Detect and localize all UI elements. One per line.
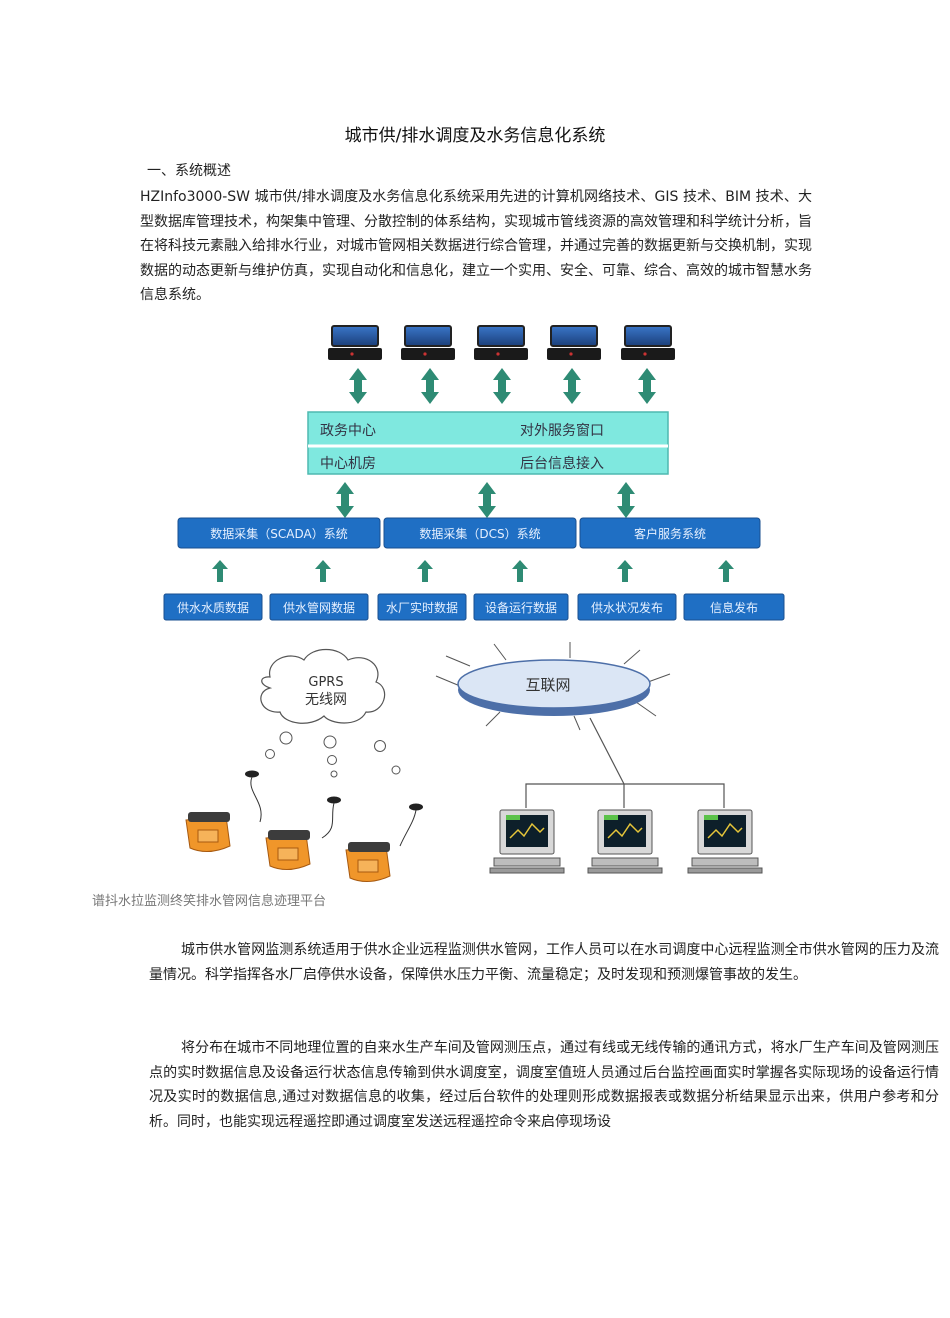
cloud-label-line1: GPRS [308, 675, 343, 690]
internet-node [435, 642, 671, 731]
intro-paragraph: HZInfo3000-SW 城市供/排水调度及水务信息化系统采用先进的计算机网络… [140, 189, 812, 303]
source-label: 水厂实时数据 [386, 600, 458, 615]
center-top-right-label: 对外服务窗口 [520, 422, 604, 439]
monitor-icon [400, 325, 456, 361]
source-box [683, 593, 785, 621]
system-box-scada [177, 517, 381, 549]
body-paragraph-2-text: 将分布在城市不同地理位置的自来水生产车间及管网测压点，通过有线或无线传输的通讯方… [149, 1040, 939, 1130]
source-label: 设备运行数据 [485, 600, 557, 615]
body-paragraph-1-text: 城市供水管网监测系统适用于供水企业远程监测供水管网，工作人员可以在水司调度中心远… [149, 942, 939, 983]
source-box [577, 593, 677, 621]
monitor-icon [546, 325, 602, 361]
monitor-icon [327, 325, 383, 361]
monitor-icon [620, 325, 676, 361]
monitoring-terminal-icon [345, 841, 391, 883]
center-top-left-label: 政务中心 [320, 423, 376, 439]
figure-caption: 谱抖水拉监测终笑排水管网信息迹理平台 [92, 894, 327, 909]
system-box-customer [579, 517, 761, 549]
system-label: 客户服务系统 [634, 526, 706, 541]
monitoring-terminal-icon [185, 811, 231, 853]
system-label: 数据采集（SCADA）系统 [210, 526, 347, 541]
center-block [307, 411, 669, 475]
up-arrow-icon [212, 560, 228, 582]
source-label: 供水状况发布 [591, 600, 663, 615]
system-box-dcs [383, 517, 577, 549]
up-arrow-icon [315, 560, 331, 582]
source-box [377, 593, 467, 621]
monitoring-terminal-icon [265, 829, 311, 871]
section-heading: 一、系统概述 [147, 163, 231, 179]
source-label: 供水水质数据 [177, 600, 249, 615]
source-label: 信息发布 [710, 600, 758, 615]
double-arrow-icon [421, 368, 439, 404]
double-arrow-icon [617, 482, 635, 518]
body-paragraph-2: 将分布在城市不同地理位置的自来水生产车间及管网测压点，通过有线或无线传输的通讯方… [149, 1036, 939, 1134]
source-box [163, 593, 263, 621]
computer-icon [587, 809, 663, 874]
double-arrow-icon [493, 368, 511, 404]
source-box [269, 593, 369, 621]
source-box [473, 593, 569, 621]
cloud-label-line2: 无线网 [305, 692, 347, 708]
up-arrow-icon [718, 560, 734, 582]
computer-icon [687, 809, 763, 874]
up-arrow-icon [617, 560, 633, 582]
gprs-cloud [260, 648, 386, 724]
computer-icon [489, 809, 565, 874]
monitor-icon [473, 325, 529, 361]
system-label: 数据采集（DCS）系统 [419, 526, 540, 541]
up-arrow-icon [417, 560, 433, 582]
page-title: 城市供/排水调度及水务信息化系统 [344, 126, 606, 146]
double-arrow-icon [563, 368, 581, 404]
double-arrow-icon [478, 482, 496, 518]
double-arrow-icon [336, 482, 354, 518]
double-arrow-icon [638, 368, 656, 404]
network-diagram: GPRS 无线网 互联网 [185, 642, 763, 883]
source-label: 供水管网数据 [283, 600, 355, 615]
center-bottom-right-label: 后台信息接入 [520, 455, 604, 472]
internet-label: 互联网 [525, 676, 570, 694]
double-arrow-icon [349, 368, 367, 404]
center-bottom-left-label: 中心机房 [320, 456, 376, 472]
up-arrow-icon [512, 560, 528, 582]
architecture-diagram: 政务中心 对外服务窗口 中心机房 后台信息接入 数据采集（SCADA）系统 数据… [163, 325, 785, 621]
body-paragraph-1: 城市供水管网监测系统适用于供水企业远程监测供水管网，工作人员可以在水司调度中心远… [149, 938, 939, 987]
